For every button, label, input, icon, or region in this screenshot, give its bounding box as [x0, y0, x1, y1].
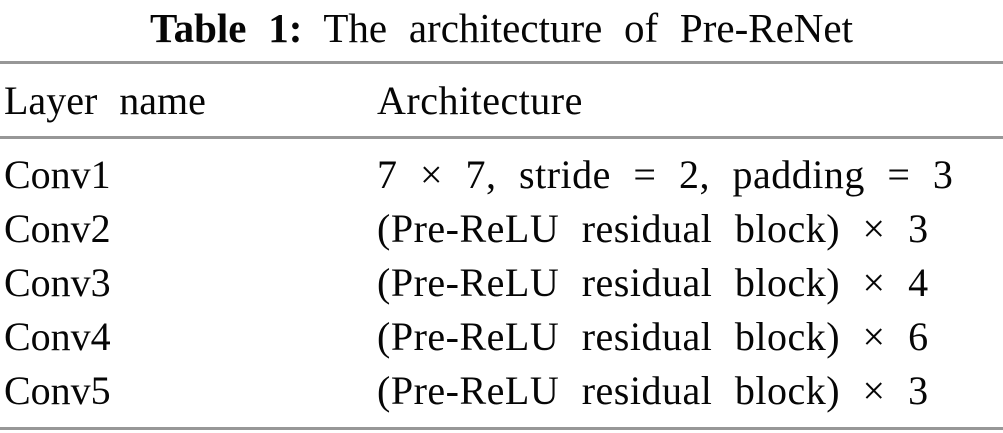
table-row: Conv2 (Pre-ReLU residual block) × 3 — [0, 201, 1003, 255]
layer-name-cell: Conv3 — [4, 259, 111, 305]
table-rule-mid — [0, 136, 1003, 139]
table-rule-top — [0, 61, 1003, 64]
architecture-cell: (Pre-ReLU residual block) × 3 — [377, 367, 929, 413]
architecture-cell: (Pre-ReLU residual block) × 3 — [377, 205, 929, 251]
table-rule-bottom — [0, 427, 1003, 430]
architecture-cell: 7 × 7, stride = 2, padding = 3 — [377, 151, 954, 197]
table-row: Conv5 (Pre-ReLU residual block) × 3 — [0, 363, 1003, 417]
layer-name-cell: Conv5 — [4, 367, 111, 413]
layer-name-cell: Conv2 — [4, 205, 111, 251]
table-caption-text: The architecture of Pre-ReNet — [323, 5, 853, 51]
table-body: Conv1 7 × 7, stride = 2, padding = 3 Con… — [0, 147, 1003, 417]
layer-name-cell: Conv4 — [4, 313, 111, 359]
column-header-layer-name: Layer name — [4, 77, 206, 123]
table-caption-label: Table 1: — [150, 5, 303, 51]
column-header-architecture: Architecture — [377, 77, 583, 123]
architecture-cell: (Pre-ReLU residual block) × 4 — [377, 259, 929, 305]
table-row: Conv3 (Pre-ReLU residual block) × 4 — [0, 255, 1003, 309]
table-row: Conv4 (Pre-ReLU residual block) × 6 — [0, 309, 1003, 363]
table-row: Conv1 7 × 7, stride = 2, padding = 3 — [0, 147, 1003, 201]
architecture-cell: (Pre-ReLU residual block) × 6 — [377, 313, 929, 359]
layer-name-cell: Conv1 — [4, 151, 111, 197]
table-caption: Table 1: The architecture of Pre-ReNet — [0, 2, 1003, 54]
table-header-row: Layer name Architecture — [0, 64, 1003, 136]
